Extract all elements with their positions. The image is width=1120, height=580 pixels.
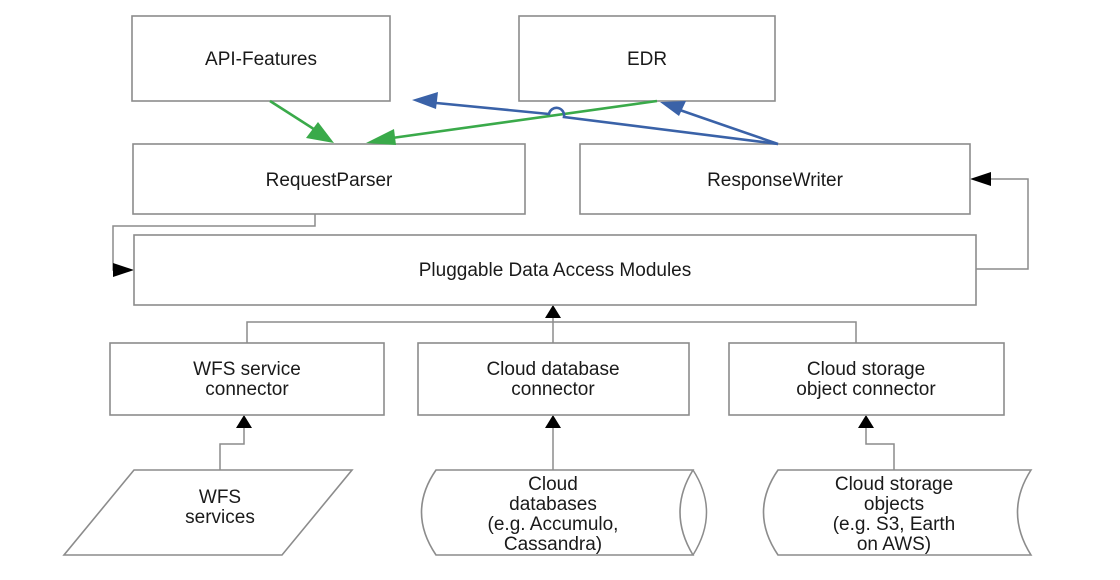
- node-label: objects: [864, 494, 924, 515]
- node-edr: EDR: [518, 15, 776, 102]
- edge-requestparser-to-modules: [112, 214, 316, 277]
- node-pluggable-data-access-modules: Pluggable Data Access Modules: [133, 234, 977, 306]
- node-wfs-service-connector: WFS service connector: [109, 342, 385, 416]
- node-label: Pluggable Data Access Modules: [419, 260, 692, 281]
- node-label: connector: [205, 379, 289, 400]
- node-label: RequestParser: [266, 170, 393, 191]
- node-label: EDR: [627, 49, 667, 70]
- edge-connectors-to-modules: [246, 305, 857, 343]
- node-label: WFS service: [193, 359, 301, 380]
- node-response-writer: ResponseWriter: [579, 143, 971, 215]
- node-label: WFS: [199, 487, 241, 508]
- edge-edr-to-requestparser: [366, 99, 658, 145]
- node-label: (e.g. Accumulo,: [488, 514, 619, 535]
- node-label: databases: [509, 494, 597, 515]
- node-label: on AWS): [857, 534, 931, 555]
- edge-wfsservices-to-connector: [219, 415, 252, 470]
- node-wfs-services: WFS services: [62, 469, 354, 556]
- edge-apifeatures-to-requestparser: [269, 99, 334, 143]
- node-cloud-database-connector: Cloud database connector: [417, 342, 690, 416]
- node-label: Cloud storage: [807, 359, 925, 380]
- node-label: connector: [511, 379, 595, 400]
- node-label: services: [185, 507, 255, 528]
- edge-responsewriter-to-apifeatures: [412, 92, 779, 146]
- node-label: (e.g. S3, Earth: [833, 514, 956, 535]
- edge-clouddb-to-connector: [545, 415, 561, 470]
- node-request-parser: RequestParser: [132, 143, 526, 215]
- node-label: Cloud storage: [835, 474, 953, 495]
- edge-modules-to-responsewriter: [970, 172, 1029, 270]
- node-api-features: API-Features: [131, 15, 391, 102]
- node-label: object connector: [796, 379, 936, 400]
- edge-responsewriter-to-edr: [660, 101, 779, 146]
- node-label: Cassandra): [504, 534, 602, 555]
- node-label: ResponseWriter: [707, 170, 844, 191]
- edge-cloudstorage-to-connector: [858, 415, 895, 470]
- node-label: API-Features: [205, 49, 317, 70]
- node-cloud-storage-object-connector: Cloud storage object connector: [728, 342, 1005, 416]
- node-label: Cloud: [528, 474, 578, 495]
- node-label: Cloud database: [486, 359, 619, 380]
- node-cloud-storage-objects: Cloud storage objects (e.g. S3, Earth on…: [762, 469, 1033, 556]
- node-cloud-databases: Cloud databases (e.g. Accumulo, Cassandr…: [420, 469, 708, 556]
